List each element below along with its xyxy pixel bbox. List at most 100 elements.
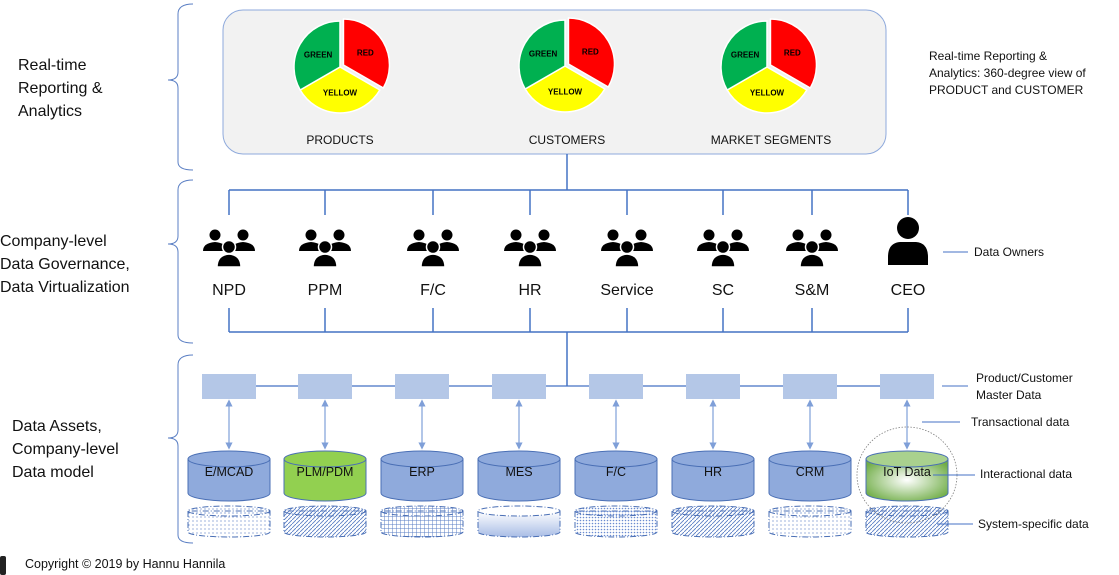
database-crm <box>768 450 852 502</box>
layer-label-line: Reporting & <box>18 80 103 97</box>
pie-slice-label: YELLOW <box>323 88 358 97</box>
layer-label-assets: Data Assets, Company-level Data model <box>12 415 119 484</box>
note-line: PRODUCT and CUSTOMER <box>929 83 1084 97</box>
owner-label: HR <box>518 282 542 299</box>
database-e-mcad <box>187 450 271 502</box>
brace-governance <box>167 179 194 344</box>
system-specific-db <box>865 505 949 538</box>
layer-label-line: Company-level <box>12 441 119 458</box>
system-specific-databases <box>187 505 949 538</box>
chart-title: MARKET SEGMENTS <box>710 133 832 147</box>
interactional-data-note: Interactional data <box>980 467 1073 481</box>
pie-slice-green <box>720 20 768 92</box>
layer-label-line: Analytics <box>18 103 83 120</box>
master-data-box <box>202 374 256 399</box>
database-mes <box>477 450 561 502</box>
master-data-box <box>395 374 449 399</box>
system-specific-db <box>187 505 271 538</box>
group-icon <box>407 229 459 268</box>
group-icon <box>786 229 838 268</box>
group-icon <box>203 229 255 268</box>
transactional-data-note: Transactional data <box>971 415 1070 429</box>
pie-slice-yellow <box>524 65 606 113</box>
database-label: MES <box>505 465 533 479</box>
system-specific-db <box>768 505 852 538</box>
note-line: Master Data <box>976 388 1042 402</box>
note-line: Real-time Reporting & <box>929 49 1048 63</box>
master-data-box <box>492 374 546 399</box>
pie-slice-red <box>567 17 616 89</box>
pie-slice-yellow <box>726 66 808 114</box>
master-data-note: Product/Customer Master Data <box>976 370 1073 404</box>
system-specific-db <box>380 505 464 538</box>
database-label: HR <box>703 465 723 479</box>
database-label: CRM <box>795 465 825 479</box>
copyright-text: Copyright © 2019 by Hannu Hannila <box>25 557 226 571</box>
group-icon <box>504 229 556 268</box>
owner-label: CEO <box>890 282 926 299</box>
database-erp <box>380 450 464 502</box>
layer-label-line: Company-level <box>0 233 107 250</box>
chart-title: CUSTOMERS <box>528 133 606 147</box>
master-data-boxes <box>202 374 934 399</box>
owner-label: PPM <box>307 282 343 299</box>
layer-label-line: Data model <box>12 464 94 481</box>
system-specific-data-note: System-specific data <box>978 517 1089 531</box>
layer-label-line: Real-time <box>18 57 87 74</box>
master-data-box <box>298 374 352 399</box>
layer-label-line: Data Virtualization <box>0 279 130 296</box>
database-label: IoT Data <box>883 465 931 479</box>
transaction-arrows <box>225 399 911 450</box>
pie-slice-label: RED <box>582 47 599 56</box>
database-label: PLM/PDM <box>296 465 354 479</box>
database-iot-data <box>865 450 949 502</box>
layer-label-line: Data Assets, <box>12 418 102 435</box>
system-specific-db <box>574 505 658 538</box>
layer-label-governance: Company-level Data Governance, Data Virt… <box>0 230 130 299</box>
master-data-box <box>880 374 934 399</box>
pie-slice-label: RED <box>357 48 374 57</box>
chart-title: PRODUCTS <box>306 133 374 147</box>
databases <box>187 450 949 502</box>
owner-label: S&M <box>794 282 830 299</box>
master-data-box <box>589 374 643 399</box>
database-hr <box>671 450 755 502</box>
data-owners-note: Data Owners <box>974 245 1045 259</box>
owner-icons <box>203 217 928 268</box>
pie-products: RED YELLOW GREEN <box>293 18 391 114</box>
pie-slice-green <box>518 19 566 91</box>
pie-slice-label: GREEN <box>304 50 333 59</box>
layer-label-reporting: Real-time Reporting & Analytics <box>18 54 103 123</box>
pie-slice-label: YELLOW <box>750 88 785 97</box>
note-line: Analytics: 360-degree view of <box>929 66 1086 80</box>
group-icon <box>601 229 653 268</box>
pie-slice-red <box>342 18 391 90</box>
owner-label: F/C <box>420 282 446 299</box>
pie-slice-yellow <box>299 66 381 114</box>
master-data-box <box>686 374 740 399</box>
reporting-note: Real-time Reporting & Analytics: 360-deg… <box>929 48 1086 99</box>
database-plm-pdm <box>283 450 367 502</box>
pie-slice-green <box>293 20 341 92</box>
database-label: ERP <box>409 465 435 479</box>
system-specific-db <box>671 505 755 538</box>
database-label: E/MCAD <box>204 465 254 479</box>
layer-label-line: Data Governance, <box>0 256 130 273</box>
group-icon <box>697 229 749 268</box>
pie-slice-label: GREEN <box>529 49 558 58</box>
master-data-box <box>783 374 837 399</box>
database-f-c <box>574 450 658 502</box>
pie-slice-label: RED <box>784 48 801 57</box>
system-specific-db <box>283 505 367 538</box>
database-label: F/C <box>605 465 627 479</box>
person-icon <box>888 217 928 265</box>
pie-slice-red <box>769 18 818 90</box>
owner-label: NPD <box>212 282 246 299</box>
owner-label: SC <box>711 282 735 299</box>
system-specific-db <box>477 505 561 538</box>
owner-label: Service <box>600 282 654 299</box>
